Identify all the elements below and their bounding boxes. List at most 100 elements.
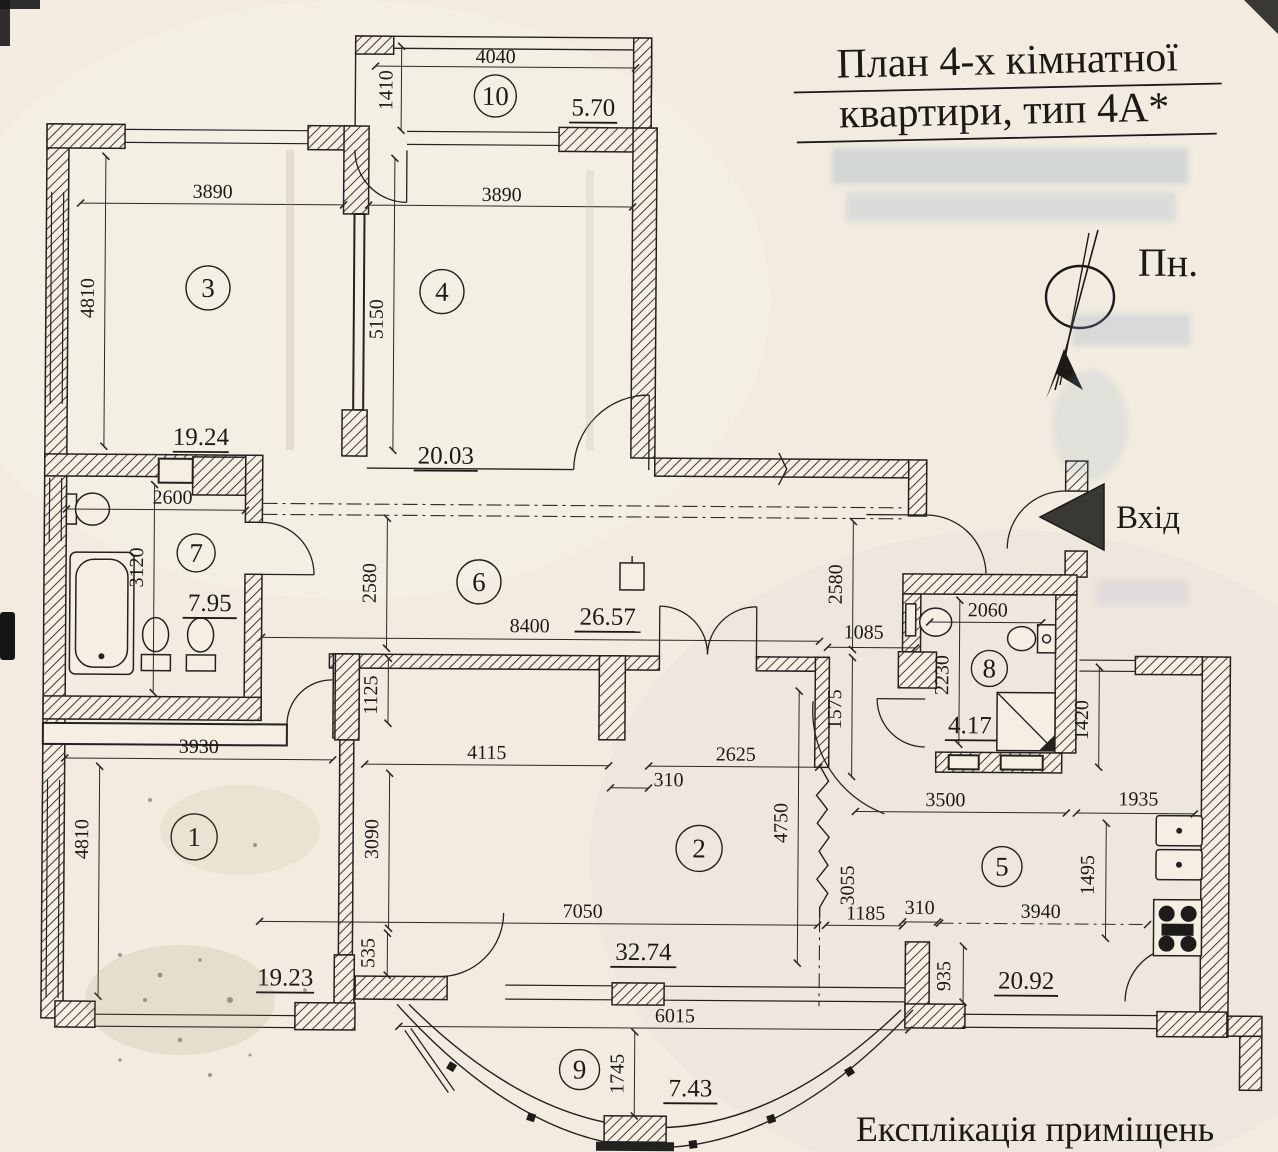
room2-number: 2 (692, 833, 706, 863)
dim-room3-width: 3890 (193, 181, 233, 203)
bathtub (68, 551, 135, 676)
door-room4 (573, 394, 650, 471)
dim-wc2-height: 2230 (931, 655, 953, 695)
plan-body: 4040 1410 3890 3890 4810 5150 2600 3120 … (40, 35, 1263, 1152)
room-labels: 1 19.23 2 32.74 3 19.24 4 20.03 5 20.92 … (170, 74, 1059, 1105)
dim-lobby-height: 1575 (824, 689, 846, 729)
dim-balcony9-depth: 1745 (606, 1054, 628, 1094)
dim-hall-length: 8400 (510, 615, 550, 637)
dim-room2-partition: 3055 (837, 865, 859, 905)
dim-walkway-width: 1185 (846, 902, 885, 924)
dim-kitchen-width-left: 3500 (925, 789, 965, 811)
balcony9-structure (396, 1003, 914, 1152)
toilet (140, 616, 172, 672)
dim-rooms12-divider: 3090 (361, 819, 383, 859)
entrance-label: Вхід (1116, 500, 1180, 536)
corner-mark-tl (0, 0, 10, 46)
entrance-marker: Вхід (1038, 482, 1180, 552)
dim-balcony10-depth: 1410 (375, 70, 397, 110)
shower (996, 691, 1056, 752)
dim-room2-bottom-width: 7050 (563, 900, 603, 922)
ink-bleed-ghost (832, 148, 1190, 606)
dim-bath-height: 3120 (126, 547, 148, 587)
room4-area: 20.03 (418, 442, 474, 469)
dim-room2-width-left: 4115 (467, 742, 506, 764)
dim-rooms34-divider: 5150 (366, 299, 388, 339)
north-label: Пн. (1138, 240, 1198, 285)
window-room4-top (407, 130, 560, 147)
dim-room1-width: 3930 (179, 736, 219, 758)
room9-area: 7.43 (668, 1075, 712, 1102)
north-arrow: Пн. (1044, 229, 1198, 399)
room10-number: 10 (482, 81, 509, 111)
dim-room4-width: 3890 (482, 184, 522, 206)
corner-mark-tr (1244, 0, 1278, 34)
scan-tint (590, 530, 1278, 1152)
dim-passage-height: 1125 (360, 675, 382, 714)
window-room3 (49, 191, 65, 404)
room3-number: 3 (201, 273, 215, 303)
window-top-left (125, 128, 309, 145)
room4-number: 4 (435, 277, 449, 307)
edge-ink-blob (0, 612, 15, 660)
wall-break-zigzag (815, 766, 831, 918)
dim-kitchen-height-right: 1495 (1077, 855, 1099, 895)
stain (85, 945, 275, 1055)
entrance-arrow-icon (1038, 482, 1105, 552)
scan-artifacts (0, 0, 1278, 1077)
walls (40, 35, 1263, 1092)
stain (160, 785, 320, 875)
dim-room2-height-right: 4750 (770, 803, 792, 843)
footer-caption: Експлікація приміщень (856, 1109, 1214, 1149)
electrical-box (619, 555, 645, 591)
door-entrance (866, 490, 1066, 574)
window-bath (48, 477, 63, 541)
dim-hall-height-right: 2580 (825, 564, 847, 604)
room6-number: 6 (472, 567, 486, 597)
dim-kitchen-width-right: 1935 (1118, 788, 1158, 810)
page-title-line2: квартири, тип 4А* (839, 85, 1170, 138)
page-title-line1: План 4-х кімнатної (836, 34, 1179, 87)
doors (261, 149, 1181, 1094)
kitchen-stove (1152, 898, 1203, 957)
room10-area: 5.70 (571, 95, 615, 122)
dim-kitchen-bottom-width: 3940 (1021, 901, 1061, 923)
room5-area: 20.92 (998, 968, 1054, 995)
window-kitchen-bottom (962, 1013, 1157, 1030)
windows (45, 128, 1157, 1030)
dim-hall-height-left: 2580 (359, 563, 381, 603)
room7-area: 7.95 (188, 590, 232, 617)
boundary-lines (262, 452, 906, 1007)
bidet (185, 617, 217, 672)
room5-number: 5 (995, 851, 1009, 881)
dim-room2-width-right: 2625 (716, 744, 756, 766)
dim-hall-right-opening: 1085 (844, 621, 884, 643)
door-room1 (286, 679, 333, 725)
room8-area: 4.17 (948, 712, 992, 739)
scan-streak (586, 170, 594, 450)
door-walkway (812, 701, 885, 815)
dim-room3-height: 4810 (77, 278, 99, 318)
window-room1-left (45, 779, 61, 998)
window-room2-bottom (505, 984, 906, 1003)
room7-number: 7 (189, 538, 203, 568)
room1-area: 19.23 (257, 964, 313, 991)
dim-bath-width: 2600 (152, 487, 192, 509)
room9-number: 9 (573, 1055, 587, 1085)
dimensions: 4040 1410 3890 3890 4810 5150 2600 3120 … (60, 42, 1199, 1121)
dim-kitchen-pier: 935 (933, 961, 955, 991)
dim-wc2-width: 2060 (968, 599, 1008, 621)
room1-number: 1 (187, 822, 201, 852)
title-block: План 4-х кімнатної квартири, тип 4А* (793, 34, 1222, 144)
room3-area: 19.24 (173, 424, 230, 451)
corner-mark-tl2 (0, 0, 40, 9)
wc2-toilet (1006, 624, 1057, 654)
dim-divider-stub: 535 (357, 938, 379, 968)
window-room1-bottom (94, 1013, 295, 1029)
dim-room1-height: 4810 (71, 819, 93, 859)
scan-streak (286, 150, 294, 450)
door-double-corridor (658, 605, 758, 657)
door-bath (261, 521, 315, 576)
